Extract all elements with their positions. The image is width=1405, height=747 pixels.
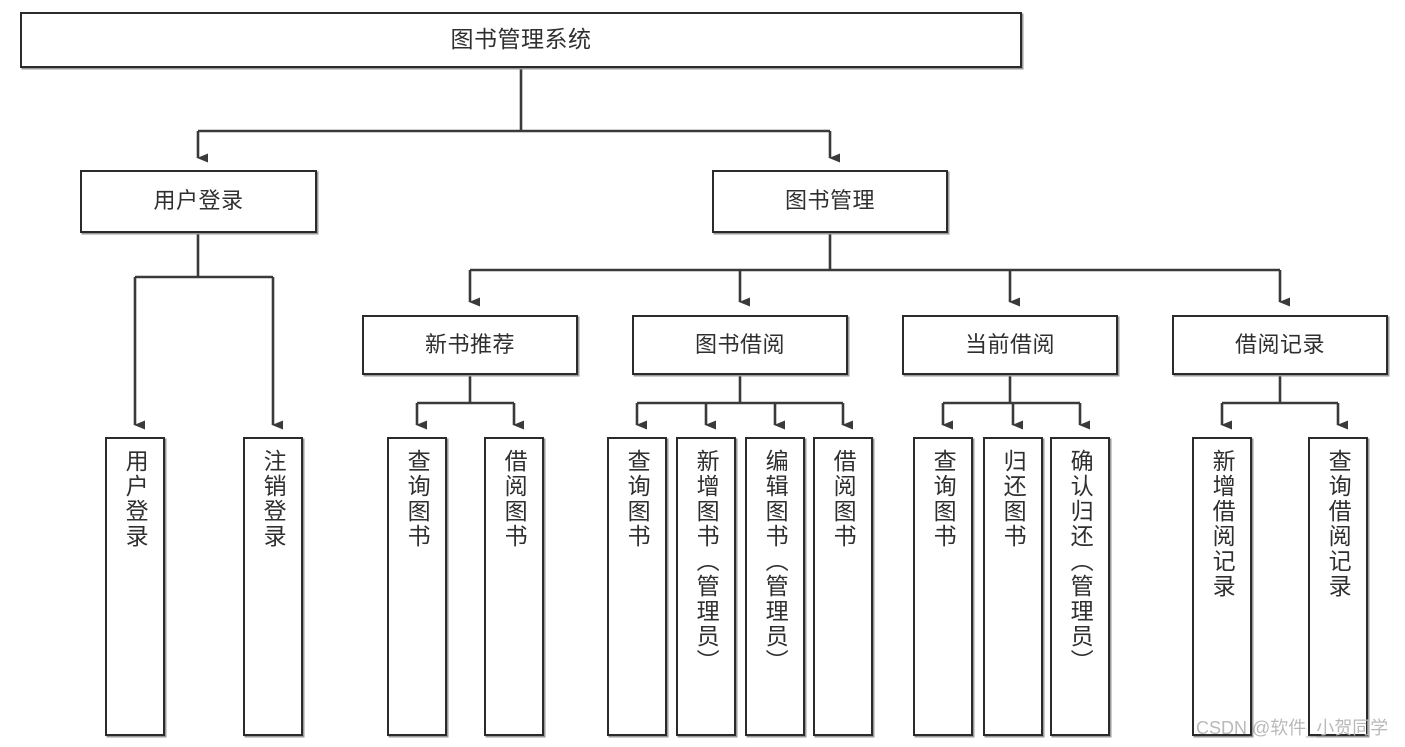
node-leaf-query-book-1-label: 查询图书 xyxy=(404,449,431,549)
node-leaf-logout-login-label: 注销登录 xyxy=(260,449,287,549)
node-leaf-borrow-book-2[interactable]: 借阅图书 xyxy=(813,437,873,736)
node-leaf-return-book-label: 归还图书 xyxy=(1000,449,1027,549)
node-borrow-record-label: 借阅记录 xyxy=(1234,331,1325,357)
node-book-management[interactable]: 图书管理 xyxy=(712,170,948,233)
node-book-borrow[interactable]: 图书借阅 xyxy=(632,315,848,375)
node-leaf-return-book[interactable]: 归还图书 xyxy=(983,437,1043,736)
node-leaf-user-login-label: 用户登录 xyxy=(122,449,149,549)
node-leaf-edit-book[interactable]: 编辑图书（管理员） xyxy=(745,437,805,736)
node-leaf-borrow-book-1[interactable]: 借阅图书 xyxy=(484,437,544,736)
node-leaf-add-book[interactable]: 新增图书（管理员） xyxy=(676,437,736,736)
node-current-borrow[interactable]: 当前借阅 xyxy=(902,315,1118,375)
node-current-borrow-label: 当前借阅 xyxy=(964,331,1055,357)
node-leaf-borrow-book-2-label: 借阅图书 xyxy=(830,449,857,549)
node-leaf-borrow-book-1-label: 借阅图书 xyxy=(501,449,528,549)
node-leaf-confirm-return-label: 确认归还（管理员） xyxy=(1067,449,1094,674)
node-leaf-query-book-2-label: 查询图书 xyxy=(624,449,651,549)
node-leaf-query-book-3[interactable]: 查询图书 xyxy=(913,437,973,736)
node-user-login-label: 用户登录 xyxy=(153,188,244,214)
node-new-book-recommend[interactable]: 新书推荐 xyxy=(362,315,578,375)
node-leaf-add-record-label: 新增借阅记录 xyxy=(1209,449,1236,599)
node-leaf-add-book-label: 新增图书（管理员） xyxy=(693,449,720,674)
node-leaf-edit-book-label: 编辑图书（管理员） xyxy=(762,449,789,674)
node-user-login[interactable]: 用户登录 xyxy=(80,170,317,233)
node-leaf-query-record-label: 查询借阅记录 xyxy=(1325,449,1352,599)
node-leaf-add-record[interactable]: 新增借阅记录 xyxy=(1192,437,1252,736)
node-root-system[interactable]: 图书管理系统 xyxy=(20,12,1022,68)
node-borrow-record[interactable]: 借阅记录 xyxy=(1172,315,1388,375)
node-book-management-label: 图书管理 xyxy=(784,188,875,214)
node-leaf-query-record[interactable]: 查询借阅记录 xyxy=(1308,437,1368,736)
node-leaf-query-book-2[interactable]: 查询图书 xyxy=(607,437,667,736)
node-leaf-confirm-return[interactable]: 确认归还（管理员） xyxy=(1050,437,1110,736)
node-book-borrow-label: 图书借阅 xyxy=(694,331,785,357)
node-new-book-recommend-label: 新书推荐 xyxy=(424,331,515,357)
node-root-system-label: 图书管理系统 xyxy=(450,26,592,53)
csdn-watermark: CSDN @软件_小贺同学 xyxy=(1196,718,1389,738)
node-leaf-query-book-1[interactable]: 查询图书 xyxy=(387,437,447,736)
node-leaf-query-book-3-label: 查询图书 xyxy=(930,449,957,549)
node-leaf-user-login[interactable]: 用户登录 xyxy=(105,437,165,736)
node-leaf-logout-login[interactable]: 注销登录 xyxy=(243,437,303,736)
